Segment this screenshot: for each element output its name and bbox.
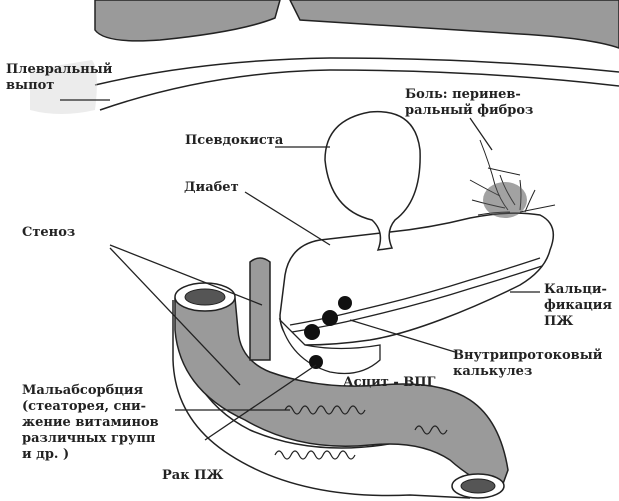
pancreas <box>280 213 553 345</box>
calculus-4 <box>309 355 323 369</box>
pseudocyst <box>325 112 420 250</box>
label-pleural-effusion: Плевральный выпот <box>6 62 112 94</box>
nerve-fibrosis-mass <box>483 182 527 218</box>
label-pleural-effusion-line2: выпот <box>6 78 112 94</box>
diaphragm-line-1 <box>95 58 619 85</box>
villi-2 <box>275 451 355 459</box>
label-malabsorption-line4: различных групп <box>22 431 159 447</box>
label-diabetes: Диабет <box>184 180 239 196</box>
duodenum-opening-left-inner <box>185 289 225 305</box>
label-pancreatic-cancer: Рак ПЖ <box>162 468 223 484</box>
label-calculosis-line1: Внутрипротоковый <box>453 348 602 364</box>
calculus-2 <box>322 310 338 326</box>
label-malabsorption-line5: и др. ) <box>22 447 159 463</box>
label-pleural-effusion-line1: Плевральный <box>6 62 112 78</box>
label-malabsorption-line3: жение витаминов <box>22 415 159 431</box>
label-malabsorption: Мальабсорбция (стеаторея, сни- жение вит… <box>22 383 159 463</box>
calculus-1 <box>304 324 320 340</box>
leader-pain <box>470 118 492 150</box>
label-intraductal-calculosis: Внутрипротоковый калькулез <box>453 348 602 380</box>
label-ascites: Асцит - ВПГ <box>343 375 436 391</box>
label-pain-line1: Боль: перинев- <box>405 87 533 103</box>
label-pain-line2: ральный фиброз <box>405 103 533 119</box>
calculus-3 <box>338 296 352 310</box>
leader-diabetes <box>245 192 330 245</box>
lung-left <box>95 0 280 41</box>
label-malabsorption-line1: Мальабсорбция <box>22 383 159 399</box>
label-calcification-line2: фикация <box>544 298 612 314</box>
diaphragm-line-2 <box>100 70 619 110</box>
lung-right <box>290 0 619 48</box>
label-pain: Боль: перинев- ральный фиброз <box>405 87 533 119</box>
label-calcification-line3: ПЖ <box>544 314 612 330</box>
label-stenosis: Стеноз <box>22 225 75 241</box>
label-calcification: Кальци- фикация ПЖ <box>544 282 612 330</box>
label-calcification-line1: Кальци- <box>544 282 612 298</box>
label-calculosis-line2: калькулез <box>453 364 602 380</box>
duodenum-opening-right-inner <box>461 479 495 493</box>
vessel <box>250 258 270 360</box>
label-malabsorption-line2: (стеаторея, сни- <box>22 399 159 415</box>
label-pseudocyst: Псевдокиста <box>185 133 283 149</box>
